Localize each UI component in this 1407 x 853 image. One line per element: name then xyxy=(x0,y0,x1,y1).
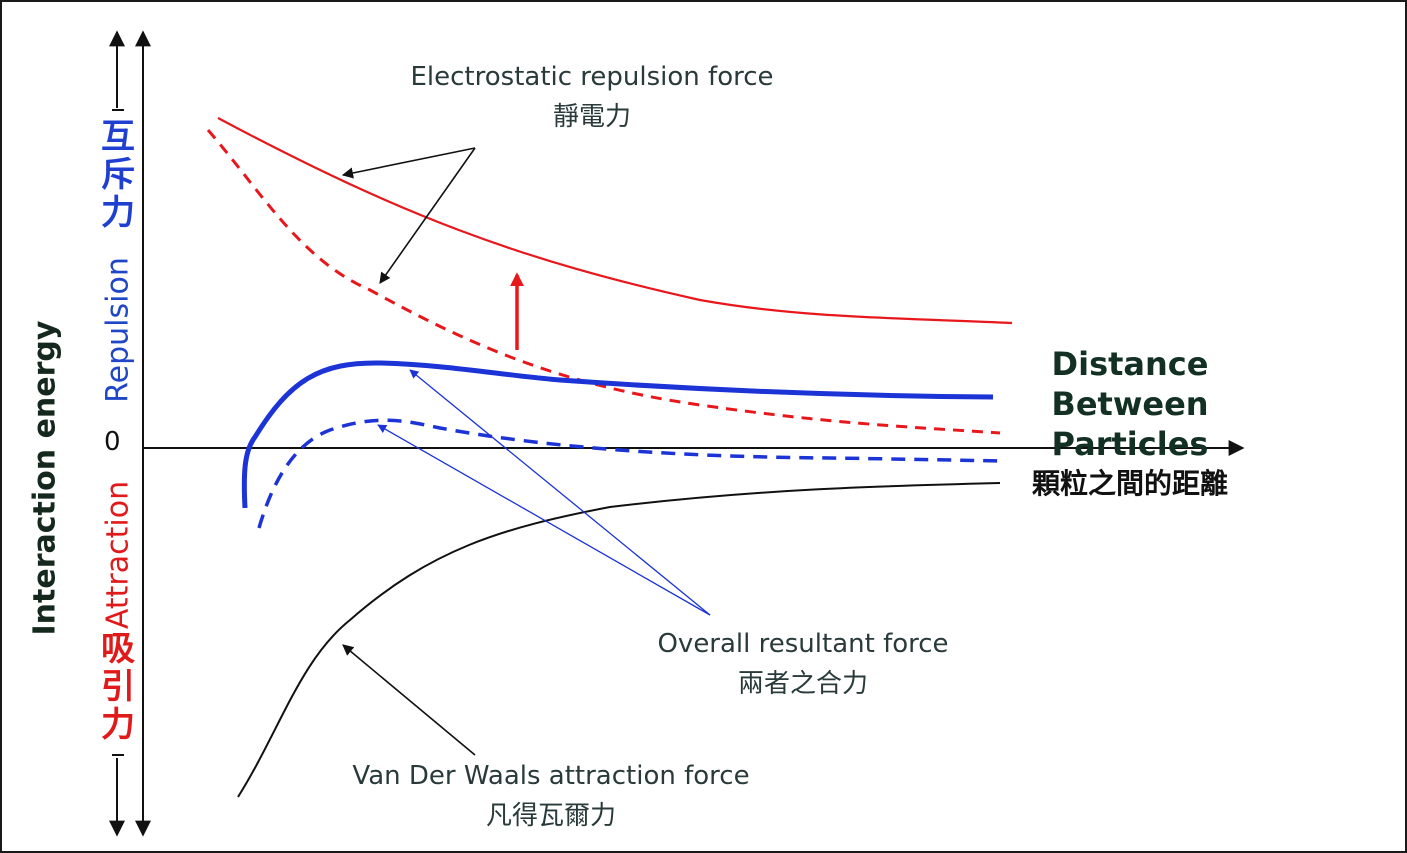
resultant-label-en: Overall resultant force xyxy=(657,629,949,659)
resultant-curve-dashed xyxy=(257,418,1004,529)
stacked-char: 斥 xyxy=(101,155,135,195)
repulsion-label: Repulsion xyxy=(100,257,136,403)
vdw-annotation: Van Der Waals attraction force 凡得瓦爾力 xyxy=(352,756,749,836)
attraction-label: Attraction xyxy=(100,480,136,630)
electrostatic-curve-dashed xyxy=(206,129,1001,435)
stacked-char: 互 xyxy=(101,117,135,157)
zero-label: 0 xyxy=(104,427,121,457)
stacked-char: 力 xyxy=(101,705,135,745)
vdw-pointer xyxy=(342,644,476,756)
electrostatic-label-zh: 靜電力 xyxy=(552,102,631,132)
electrostatic-label-en: Electrostatic repulsion force xyxy=(410,62,774,92)
attraction-label-zh: 吸引力 xyxy=(100,630,136,744)
electrostatic-pointer-2 xyxy=(379,147,476,284)
stacked-char: 力 xyxy=(101,193,135,233)
vdw-label-en: Van Der Waals attraction force xyxy=(352,761,750,791)
electrostatic-pointer-1 xyxy=(341,147,476,179)
x-axis-title-zh: 顆粒之間的距離 xyxy=(1031,467,1228,500)
x-axis-title: Distance Between Particles 顆粒之間的距離 xyxy=(992,344,1269,504)
repulsion-label-zh: 互斥力 xyxy=(100,118,136,232)
resultant-pointer-2 xyxy=(377,424,711,616)
resultant-annotation: Overall resultant force 兩者之合力 xyxy=(657,624,948,704)
resultant-curve-solid xyxy=(241,360,994,509)
y-axis-title: Interaction energy xyxy=(27,320,63,636)
vdw-curve xyxy=(237,482,1001,798)
resultant-pointer-1 xyxy=(409,369,711,616)
electrostatic-annotation: Electrostatic repulsion force 靜電力 xyxy=(410,57,773,137)
electrostatic-curve-solid xyxy=(217,117,1013,325)
stacked-char: 吸 xyxy=(101,629,135,669)
stacked-char: 引 xyxy=(101,667,135,707)
resultant-label-zh: 兩者之合力 xyxy=(737,669,869,699)
x-axis-title-en: Distance Between Particles xyxy=(1051,345,1209,463)
vdw-label-zh: 凡得瓦爾力 xyxy=(485,801,617,831)
